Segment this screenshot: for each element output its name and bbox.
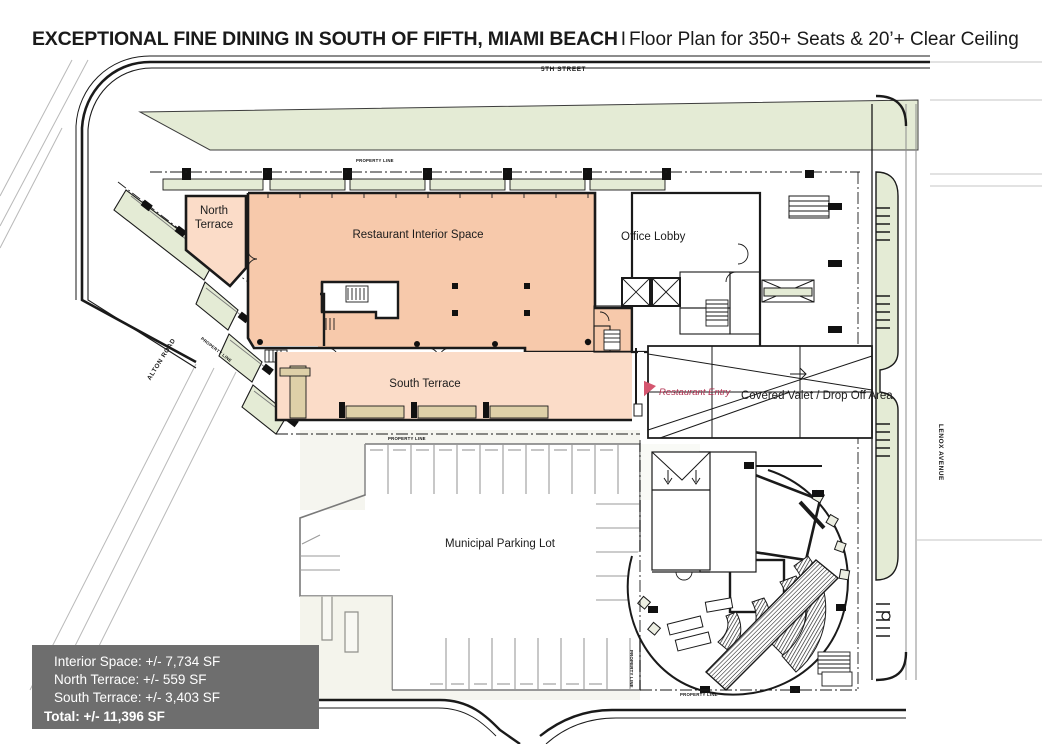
label-north-terrace-line1: North [199, 205, 229, 217]
area-summary-legend: Interior Space: +/- 7,734 SF North Terra… [32, 645, 319, 729]
label-restaurant-entry: Restaurant Entry [659, 387, 731, 398]
legend-row-interior: Interior Space: +/- 7,734 SF [54, 654, 221, 669]
legend-row-south-terrace: South Terrace: +/- 3,403 SF [54, 690, 220, 706]
label-property-line-east-lower: PROPERTY LINE [629, 650, 634, 688]
legend-row-north-terrace: North Terrace: +/- 559 SF [54, 672, 207, 688]
label-municipal-parking-lot: Municipal Parking Lot [445, 538, 555, 550]
roadway-curb [75, 55, 930, 369]
covered-valet-area [633, 345, 873, 439]
label-property-line-south-upper: PROPERTY LINE [388, 436, 426, 441]
legend-row-total: Total: +/- 11,396 SF [44, 708, 165, 724]
north-terrace-area [184, 194, 248, 288]
label-north-terrace-line2: Terrace [194, 219, 234, 231]
north-landscape-band [138, 99, 919, 151]
label-covered-valet: Covered Valet / Drop Off Area [741, 390, 893, 402]
page-title: EXCEPTIONAL FINE DINING IN SOUTH OF FIFT… [32, 28, 1019, 51]
label-5th-street: 5TH STREET [541, 66, 587, 73]
label-property-line-south-lower: PROPERTY LINE [680, 692, 718, 697]
label-office-lobby: Office Lobby [621, 231, 686, 243]
office-lobby-area [584, 170, 859, 690]
restaurant-interior-area [246, 191, 634, 365]
page-title-subtitle: Floor Plan for 350+ Seats & 20’+ Clear C… [629, 29, 1019, 50]
west-landscape-verge [113, 181, 301, 435]
page-title-main: EXCEPTIONAL FINE DINING IN SOUTH OF FIFT… [32, 28, 618, 50]
label-property-line-north: PROPERTY LINE [356, 158, 394, 163]
label-lenox-avenue: LENOX AVENUE [937, 424, 944, 481]
south-terrace-area [274, 352, 640, 435]
page-title-separator: I [620, 29, 627, 50]
amphitheater-building [626, 440, 858, 696]
label-restaurant-interior-space: Restaurant Interior Space [352, 229, 484, 241]
bottom-road-edge [95, 698, 906, 744]
survey-guides [916, 61, 1042, 541]
label-south-terrace: South Terrace [389, 378, 461, 390]
north-planters [150, 168, 860, 191]
lenox-sidewalk [871, 94, 917, 682]
